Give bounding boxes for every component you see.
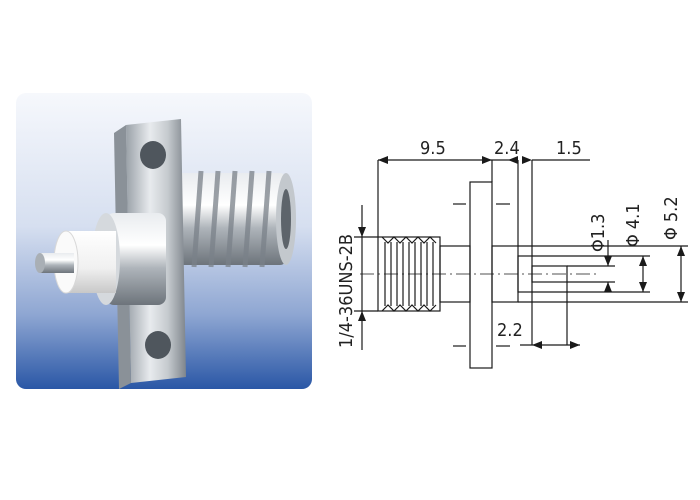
dim-length: 9.5 [420, 138, 446, 159]
dim-body-dia: Φ 5.2 [661, 196, 682, 240]
dimension-drawing: 9.5 2.4 1.5 2.2 Φ1.3 Φ 4.1 Φ 5.2 1/4-36U… [336, 138, 688, 369]
dim-thread: 1/4-36UNS-2B [336, 234, 357, 348]
dim-pin-dia: Φ1.3 [588, 214, 609, 253]
center-pin [35, 253, 74, 273]
dim-pin-protrusion: 1.5 [556, 138, 582, 159]
dim-insulator-dia: Φ 4.1 [623, 203, 644, 247]
flange-outline [469, 181, 493, 369]
threaded-barrel [166, 170, 296, 268]
dim-flange: 2.4 [494, 138, 520, 159]
thread-bottom [381, 304, 437, 312]
thread-top [381, 236, 437, 244]
product-photo [16, 93, 312, 389]
dim-insulator-step: 2.2 [497, 320, 523, 341]
